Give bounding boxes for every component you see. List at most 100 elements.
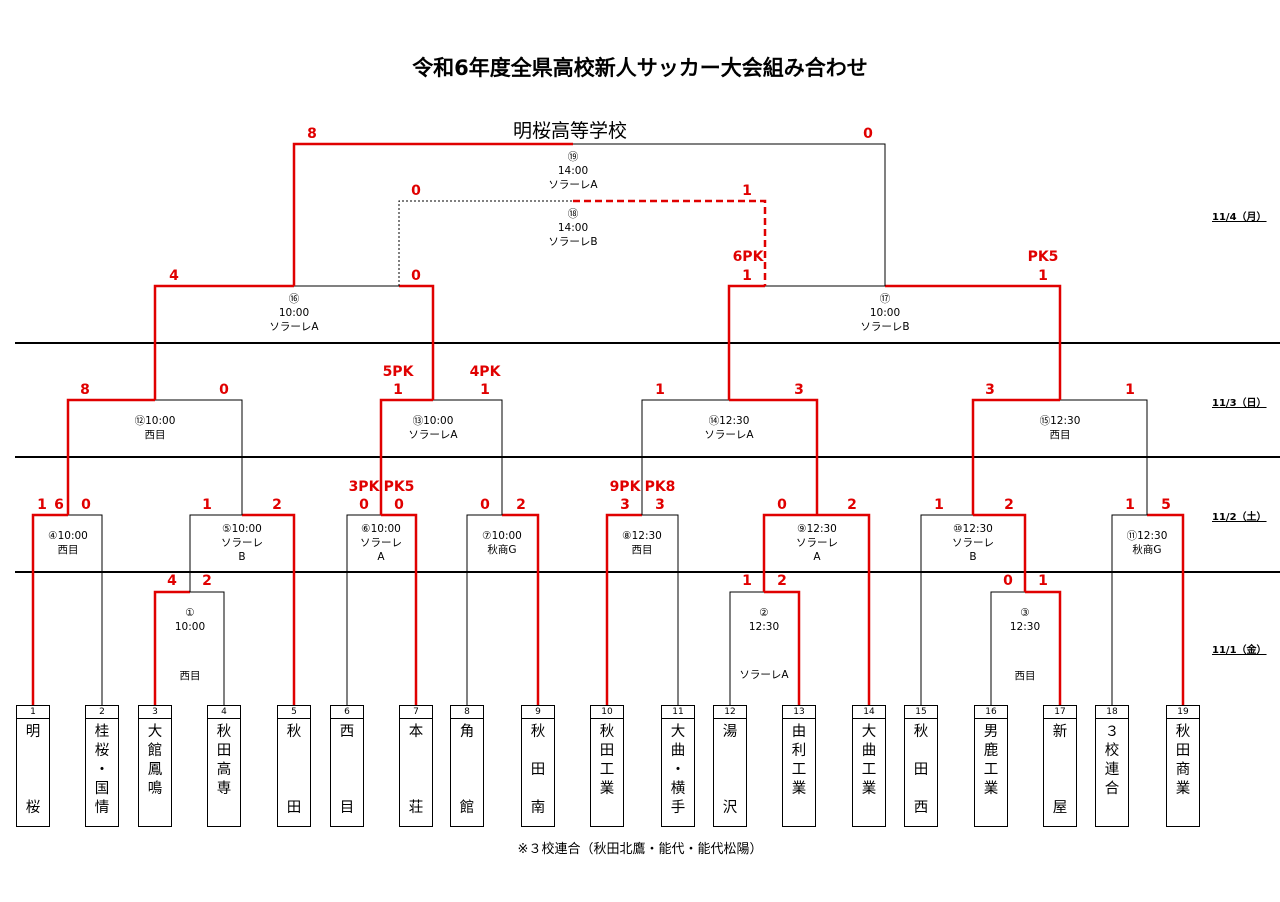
- score: 2: [272, 497, 282, 513]
- bracket-line: [398, 200, 573, 286]
- date-label-nov3: 11/3（日）: [1212, 398, 1267, 409]
- bracket-line: [379, 398, 433, 515]
- bracket-line: [399, 284, 435, 400]
- match-time: 12:30: [962, 523, 993, 535]
- match-num: ⑯: [288, 293, 300, 305]
- score: 3: [655, 497, 665, 513]
- team-name: 新 屋: [1052, 724, 1068, 816]
- bracket-line: [885, 284, 1062, 400]
- team-number: 1: [17, 706, 49, 719]
- bracket-line: [433, 399, 503, 515]
- team-name: 秋田商業: [1175, 724, 1191, 797]
- bracket-line: [817, 513, 871, 705]
- match-time: 12:30: [806, 523, 837, 535]
- team-number: 6: [331, 706, 363, 719]
- team-number: 17: [1044, 706, 1076, 719]
- team-name: 本 荘: [408, 724, 424, 816]
- bracket-line: [729, 591, 764, 705]
- score: 9PK: [609, 479, 641, 495]
- match-num: ⑱: [567, 208, 579, 220]
- team-name: 由利工業: [791, 724, 807, 797]
- bracket-line: [920, 514, 973, 705]
- match-venue: 秋商G: [1132, 544, 1162, 556]
- match-num: ③: [1020, 607, 1030, 619]
- score: 0: [359, 497, 369, 513]
- team-box-9: 9 秋 田 南: [521, 705, 555, 827]
- match-num: ②: [759, 607, 769, 619]
- match-venue: ソラーレA: [269, 321, 319, 333]
- bracket-line: [990, 591, 1025, 705]
- bracket-line: [346, 514, 381, 705]
- bracket-line: [573, 143, 886, 286]
- score: 1: [1125, 382, 1135, 398]
- score: 3: [620, 497, 630, 513]
- score: 1: [1038, 268, 1048, 284]
- bracket-line: [502, 513, 540, 705]
- day-divider: [15, 571, 1280, 573]
- bracket-line: [764, 590, 801, 705]
- score: 4: [167, 573, 177, 589]
- score: 5PK: [382, 364, 414, 380]
- bracket-line: [292, 142, 573, 286]
- team-number: 7: [400, 706, 432, 719]
- score: 5: [1161, 497, 1171, 513]
- team-number: 10: [591, 706, 623, 719]
- bracket-line: [189, 514, 242, 592]
- match-num: ⑧: [622, 530, 632, 542]
- match-venue: 西目: [144, 429, 166, 441]
- match-venue: ソラーレB: [860, 321, 910, 333]
- team-number: 5: [278, 706, 310, 719]
- team-number: 9: [522, 706, 554, 719]
- score: 4PK: [469, 364, 501, 380]
- score: PK5: [383, 479, 415, 495]
- score: 3PK: [348, 479, 380, 495]
- score: 8: [307, 126, 317, 142]
- bracket-line: [153, 590, 190, 705]
- score: 2: [202, 573, 212, 589]
- match-time: 10:00: [174, 621, 206, 633]
- match-venue: ソラーレB: [548, 236, 598, 248]
- score: 0: [81, 497, 91, 513]
- match-time: 12:30: [631, 530, 662, 542]
- bracket-line: [727, 284, 765, 400]
- score: 0: [863, 126, 873, 142]
- bracket-line: [762, 513, 817, 592]
- bracket-line: [1147, 513, 1185, 705]
- date-label-nov4: 11/4（月）: [1212, 212, 1267, 223]
- match-num: ⑨: [797, 523, 807, 535]
- match-info: ③ 12:30: [1010, 606, 1040, 634]
- bracket-line: [153, 284, 294, 400]
- team-number: 19: [1167, 706, 1199, 719]
- match-num: ⑦: [482, 530, 492, 542]
- match-time: 10:00: [231, 523, 262, 535]
- score: 1: [655, 382, 665, 398]
- match-num: ⑫: [134, 415, 146, 427]
- team-name: 秋 田 南: [530, 724, 546, 816]
- match-time: 10:00: [57, 530, 88, 542]
- match-venue: ソラーレA: [704, 429, 754, 441]
- match-venue: ソラーレA: [408, 429, 458, 441]
- match-time: 12:30: [1009, 621, 1041, 633]
- match-time: 10:00: [491, 530, 522, 542]
- team-number: 15: [905, 706, 937, 719]
